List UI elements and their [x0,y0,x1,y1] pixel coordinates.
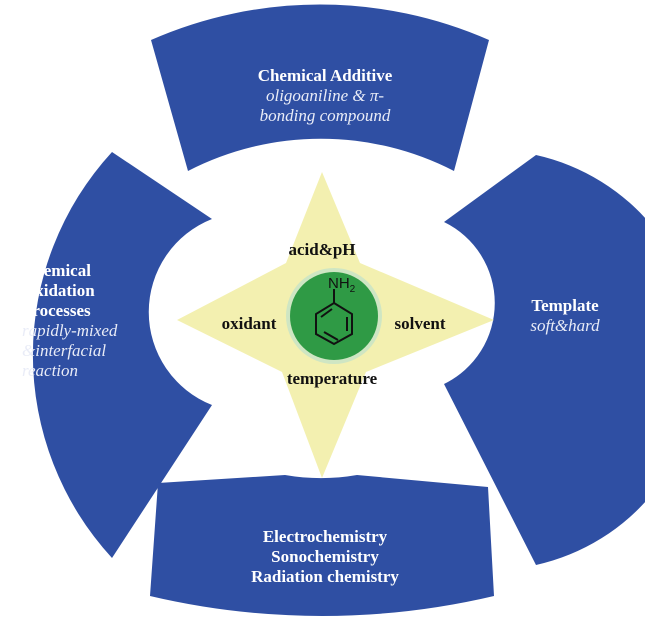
chemical-additive-title: Chemical Additive [257,66,393,85]
oxidation-title-line-1: Chemical [22,261,91,280]
oxidation-title-line-2: Oxidation [22,281,95,301]
methods-line-1: Electrochemistry [262,527,388,546]
oxidation-subtitle-line-3: reaction [22,361,79,381]
segment-electrochemistry [150,475,494,616]
amine-group-label: NH2 [328,275,356,295]
star-label-solvent: solvent [394,314,446,333]
chemical-additive-subtitle-line-2: bonding compound [259,106,391,126]
oxidation-subtitle-line-2: &interfacial [22,341,107,361]
star-label-oxidant: oxidant [221,314,277,333]
star-label-temperature: temperature [286,369,378,388]
template-subtitle: soft&hard [530,316,600,336]
template-title: Template [531,296,599,315]
label-template: Template soft&hard [500,296,630,336]
oxidation-subtitle-line-1: rapidly-mixed [22,321,118,341]
label-chemical-additive: Chemical Additive oligoaniline & π- bond… [205,66,445,126]
amine-group-text: NH [328,275,350,292]
star-label-acid-ph: acid&pH [288,240,356,259]
oxidation-title-line-3: Processes [22,301,91,321]
benzene-ring-icon [315,289,353,346]
label-methods: Electrochemistry Sonochemistry Radiation… [210,527,440,587]
segment-chemical-additive [151,4,489,172]
methods-line-3: Radiation chemistry [251,567,399,587]
molecule-circle [290,272,378,360]
amine-group-subscript: 2 [350,284,356,295]
segment-template [444,155,645,565]
segment-chemical-oxidation [32,152,212,558]
label-chemical-oxidation: Chemical Oxidation Processes rapidly-mix… [22,261,172,381]
methods-line-2: Sonochemistry [271,547,379,567]
chemical-additive-subtitle-line-1: oligoaniline & π- [265,86,385,106]
